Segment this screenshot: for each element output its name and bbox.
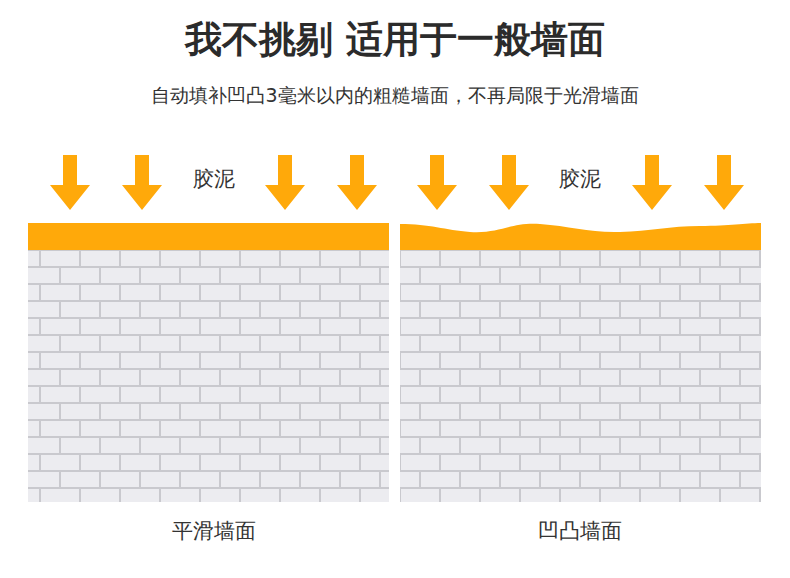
left-wall — [28, 223, 389, 502]
title: 我不挑剔 适用于一般墙面 — [0, 18, 790, 62]
wall-caption: 凹凸墙面 — [538, 519, 622, 544]
down-arrow — [489, 155, 529, 210]
down-arrow — [632, 155, 672, 210]
down-arrow — [704, 155, 744, 210]
subtitle: 自动填补凹凸3毫米以内的粗糙墙面，不再局限于光滑墙面 — [151, 84, 638, 107]
wall-caption: 平滑墙面 — [172, 519, 256, 544]
material-label: 胶泥 — [193, 167, 235, 192]
down-arrow — [265, 155, 305, 210]
arrows — [50, 155, 744, 210]
putty-layer-flat — [28, 223, 389, 250]
down-arrow — [337, 155, 377, 210]
putty-layer-wavy — [400, 223, 761, 250]
down-arrow — [122, 155, 162, 210]
right-wall — [400, 223, 761, 502]
down-arrow — [50, 155, 90, 210]
material-label: 胶泥 — [559, 167, 601, 192]
down-arrow — [417, 155, 457, 210]
